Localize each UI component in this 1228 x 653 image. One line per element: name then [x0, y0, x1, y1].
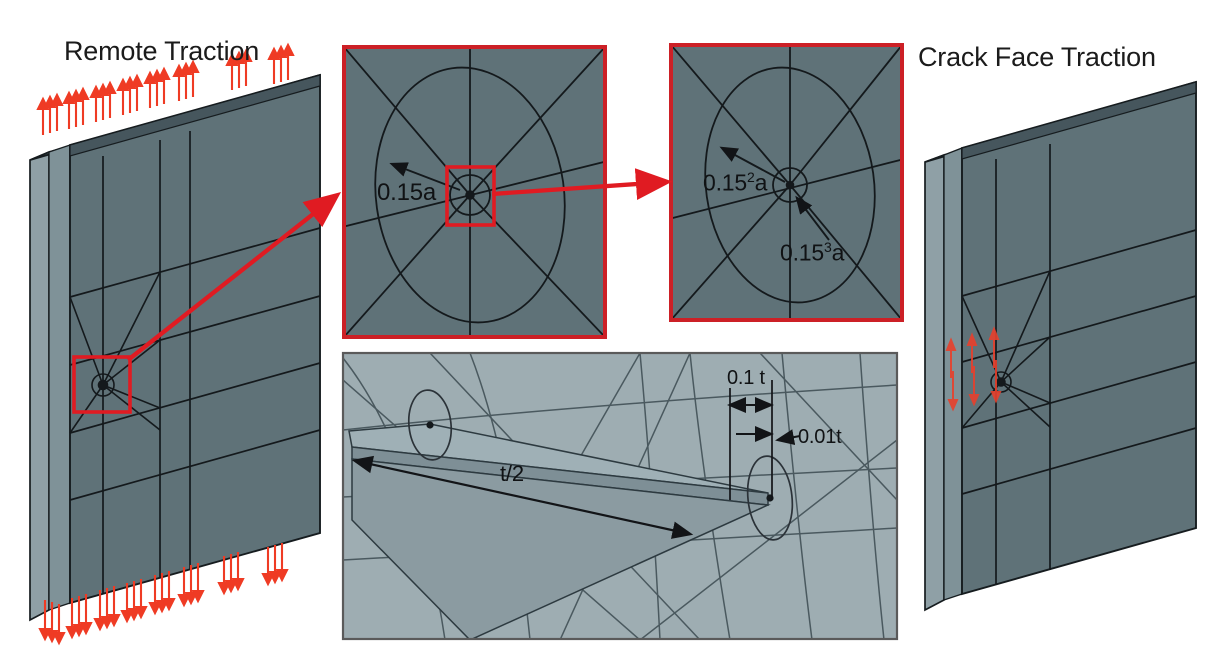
left-plate-front-face [69, 73, 321, 605]
detail2-outer-radius-leader [719, 146, 786, 183]
offset-0-1t-label: 0.1 t [727, 367, 765, 389]
detail2-outer-suffix: a [754, 169, 768, 196]
detail-panel-2 [669, 43, 904, 322]
t-half-dimension-line [351, 455, 694, 539]
detail2-inner-base: 0.15 [780, 239, 824, 266]
detail2-outer-exponent: 2 [746, 169, 755, 185]
left-plate-mesh-vertical [102, 131, 191, 594]
connector-detail-1-to-detail-2 [491, 168, 673, 200]
connector-plate-to-detail-1 [126, 192, 342, 362]
crack-face-traction-arrows [945, 326, 1002, 412]
right-plate-crack-rosette [961, 270, 1051, 429]
detail2-outer-base: 0.15 [703, 169, 747, 196]
left-plate-top-band [69, 74, 321, 157]
remote-traction-title: Remote Traction [64, 36, 260, 66]
left-plate-detail-box [72, 355, 132, 414]
left-plate-back-slab [48, 144, 71, 611]
right-plate-side-face [924, 153, 945, 612]
right-plate-top-band [961, 81, 1197, 160]
left-plate-model [29, 42, 321, 646]
crack-tip-tube-right [746, 455, 794, 541]
left-plate-crack-rosette [69, 271, 161, 434]
thickness-half-label: t/2 [500, 461, 524, 486]
remote-traction-top-arrows [36, 42, 295, 135]
detail-panel-3-border [341, 351, 899, 641]
remote-traction-bottom-arrows [38, 543, 289, 646]
detail2-inner-radius-label: 0.153a [780, 239, 844, 267]
detail-panel-1 [342, 45, 607, 339]
offset-0-01t-label: 0.01t [798, 426, 842, 448]
detail-panel-1-border [342, 45, 607, 339]
right-plate-mesh-horizontal [961, 229, 1197, 495]
connector-group [126, 168, 673, 362]
crack-face-traction-title: Crack Face Traction [918, 42, 1156, 72]
left-plate-side-face [29, 150, 50, 622]
detail1-radius-label: 0.15a [377, 179, 437, 206]
detail2-inner-suffix: a [831, 239, 845, 266]
detail2-outer-radius-label: 0.152a [703, 169, 767, 197]
detail2-inner-exponent: 3 [823, 239, 832, 255]
detail-panel-3 [341, 351, 899, 641]
right-plate-model [924, 80, 1197, 612]
detail2-inner-radius-leader [795, 195, 830, 241]
